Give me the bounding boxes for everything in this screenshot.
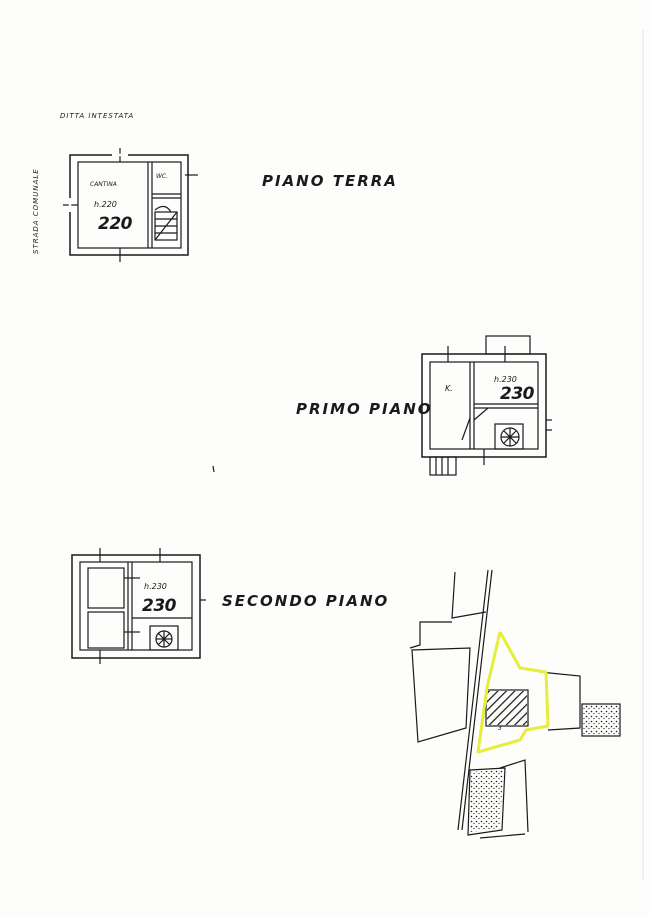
dotted-parcel-right xyxy=(583,705,619,735)
second-floor-height-label: h.230 xyxy=(144,582,167,591)
first-floor-height-value: 230 xyxy=(500,384,535,404)
dotted-parcel-lower xyxy=(470,770,503,832)
ground-floor-plan xyxy=(63,148,198,262)
ground-floor-height-value: 220 xyxy=(98,214,133,234)
second-floor-title: SECONDO PIANO xyxy=(222,592,390,610)
road-label: STRADA COMUNALE xyxy=(32,168,40,254)
owner-label: DITTA INTESTATA xyxy=(60,112,135,120)
first-floor-title: PRIMO PIANO xyxy=(296,400,433,418)
property-highlight xyxy=(476,631,550,754)
second-floor-plan xyxy=(71,548,206,664)
site-parcel-number: 3 xyxy=(498,725,502,732)
first-floor-height-label: h.230 xyxy=(494,375,517,384)
first-floor-room-label: K. xyxy=(445,384,453,393)
second-floor-height-value: 230 xyxy=(142,596,177,616)
ground-floor-height-label: h.220 xyxy=(94,200,117,209)
hatched-building xyxy=(487,691,527,725)
first-floor-plan xyxy=(421,335,552,476)
ground-floor-wc-label: WC. xyxy=(156,173,169,180)
ground-floor-room-label: CANTINA xyxy=(90,181,117,188)
ground-floor-title: PIANO TERRA xyxy=(262,172,398,190)
site-plan xyxy=(409,569,621,839)
